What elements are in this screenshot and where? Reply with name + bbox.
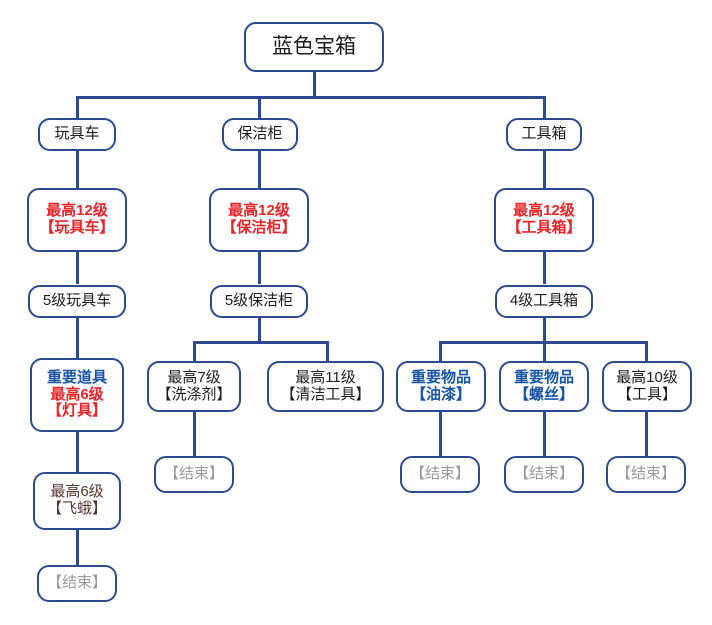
node-screw-line2: 【螺丝】	[513, 385, 574, 403]
connector-toollv4-down	[543, 318, 546, 342]
node-paint-line2: 【油漆】	[410, 385, 471, 403]
node-end-detergent-line1: 【结束】	[163, 465, 224, 483]
connector-toolmax-to-lv4	[543, 252, 546, 284]
node-toy-lv5[interactable]: 5级玩具车	[28, 285, 126, 318]
connector-to-tool	[543, 96, 546, 118]
node-screw-line1: 重要物品	[513, 368, 574, 386]
connector-cleanmax-to-lv5	[258, 252, 261, 284]
node-end-paint-line1: 【结束】	[409, 465, 470, 483]
connector-cleanlv5-down	[258, 318, 261, 342]
node-branch-clean-line1: 保洁柜	[237, 125, 283, 143]
node-tool-max-line2: 【工具箱】	[506, 219, 582, 236]
node-end-screw-line1: 【结束】	[513, 465, 574, 483]
connector-lamp-to-moth	[76, 432, 79, 472]
node-end-paint[interactable]: 【结束】	[400, 456, 480, 493]
node-end-screw[interactable]: 【结束】	[504, 456, 584, 493]
node-clean-max-line1: 最高12级	[228, 202, 290, 220]
node-end-moth-line1: 【结束】	[46, 574, 107, 592]
connector-to-detergent	[193, 341, 196, 361]
node-end-detergent[interactable]: 【结束】	[154, 456, 234, 493]
node-lamp-line3: 【灯具】	[46, 402, 107, 420]
connector-tools10-to-end	[645, 412, 648, 456]
connector-tool-to-max	[543, 150, 546, 190]
node-branch-tool-line1: 工具箱	[521, 125, 567, 143]
node-tools10-line2: 【工具】	[616, 385, 677, 403]
connector-level1-bus	[78, 96, 546, 99]
connector-detergent-to-end	[193, 412, 196, 456]
node-branch-tool[interactable]: 工具箱	[506, 118, 582, 151]
node-end-tools10-line1: 【结束】	[615, 465, 676, 483]
node-root[interactable]: 蓝色宝箱	[244, 22, 384, 72]
node-lamp[interactable]: 重要道具 最高6级 【灯具】	[30, 358, 124, 432]
node-cleantool-line1: 最高11级	[295, 368, 356, 386]
node-moth-line1: 最高6级	[50, 483, 104, 501]
node-toy-max-line1: 最高12级	[46, 202, 108, 220]
node-tool-max[interactable]: 最高12级 【工具箱】	[494, 188, 594, 252]
node-cleantool[interactable]: 最高11级 【清洁工具】	[267, 361, 384, 412]
node-toy-lv5-line1: 5级玩具车	[42, 292, 112, 310]
node-tools10-line1: 最高10级	[616, 368, 678, 386]
connector-toylv5-to-lamp	[76, 318, 79, 358]
connector-moth-to-end	[76, 530, 79, 565]
node-screw[interactable]: 重要物品 【螺丝】	[499, 361, 589, 412]
node-cleantool-line2: 【清洁工具】	[280, 385, 371, 403]
node-tool-lv4[interactable]: 4级工具箱	[495, 285, 593, 318]
node-toy-max[interactable]: 最高12级 【玩具车】	[27, 188, 127, 252]
node-clean-max[interactable]: 最高12级 【保洁柜】	[209, 188, 309, 252]
connector-clean-bus	[195, 341, 329, 344]
node-detergent-line2: 【洗涤剂】	[156, 385, 232, 403]
node-end-moth[interactable]: 【结束】	[37, 565, 117, 602]
connector-to-paint	[439, 341, 442, 361]
connector-clean-to-max	[258, 150, 261, 190]
node-toy-max-line2: 【玩具车】	[39, 219, 115, 236]
node-detergent-line1: 最高7级	[167, 368, 221, 386]
node-moth-line2: 【飞蛾】	[46, 500, 107, 517]
node-paint-line1: 重要物品	[410, 368, 471, 386]
connector-root-down	[313, 72, 316, 98]
connector-screw-to-end	[543, 412, 546, 456]
connector-toymax-to-lv5	[76, 252, 79, 284]
connector-toy-to-max	[76, 150, 79, 190]
connector-to-cleantool	[326, 341, 329, 361]
node-branch-clean[interactable]: 保洁柜	[222, 118, 298, 151]
node-paint[interactable]: 重要物品 【油漆】	[396, 361, 486, 412]
connector-to-clean	[258, 96, 261, 118]
node-detergent[interactable]: 最高7级 【洗涤剂】	[147, 361, 241, 412]
connector-paint-to-end	[439, 412, 442, 456]
node-clean-lv5[interactable]: 5级保洁柜	[210, 285, 308, 318]
node-branch-toy-line1: 玩具车	[54, 125, 100, 143]
node-end-tools10[interactable]: 【结束】	[606, 456, 686, 493]
connector-to-tools10	[645, 341, 648, 361]
node-tools10[interactable]: 最高10级 【工具】	[602, 361, 692, 412]
node-root-line1: 蓝色宝箱	[272, 35, 356, 59]
connector-to-toy	[76, 96, 79, 118]
node-clean-lv5-line1: 5级保洁柜	[224, 292, 294, 310]
node-branch-toy[interactable]: 玩具车	[38, 118, 116, 151]
node-tool-lv4-line1: 4级工具箱	[509, 292, 579, 310]
connector-to-screw	[543, 341, 546, 361]
node-clean-max-line2: 【保洁柜】	[221, 219, 297, 236]
node-tool-max-line1: 最高12级	[513, 202, 575, 220]
node-moth[interactable]: 最高6级 【飞蛾】	[33, 472, 121, 530]
node-lamp-line2: 最高6级	[50, 385, 104, 403]
node-lamp-line1: 重要道具	[46, 368, 107, 386]
